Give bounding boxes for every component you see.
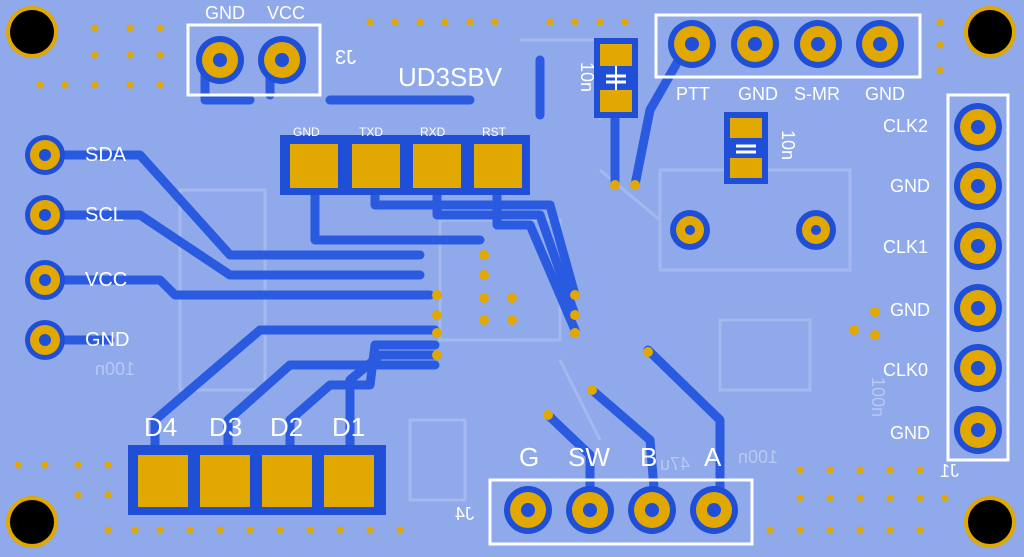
j3-ref: J3 (335, 47, 357, 69)
j4-ref: J4 (455, 504, 475, 524)
debug-pin-rst: RST (482, 125, 506, 139)
j2-pads (668, 20, 904, 68)
faint-inductor-label: 47u (660, 454, 691, 474)
j2-pin-gnd-2: GND (865, 84, 905, 104)
j4-outline (488, 478, 754, 546)
j3-pads (196, 36, 306, 84)
j3-pin-gnd: GND (205, 3, 245, 23)
traces (40, 35, 750, 505)
j2-pin-smr: S-MR (794, 84, 840, 104)
j1-pin-clk2: CLK2 (883, 116, 929, 136)
cap-c1 (594, 38, 638, 118)
debug-pin-rxd: RXD (420, 125, 446, 139)
faint-cap-label: 100n (95, 359, 136, 379)
i2c-pads (25, 135, 65, 360)
j2-pin-ptt: PTT (676, 84, 710, 104)
j1-pin-gnd-3: GND (890, 423, 930, 443)
j2-pin-gnd-1: GND (738, 84, 778, 104)
vias (14, 18, 949, 534)
faint-cap-label-3: 100n (868, 376, 889, 418)
j3-pin-vcc: VCC (267, 3, 306, 23)
led-label-d4: D4 (144, 412, 178, 442)
mounting-holes (6, 6, 1016, 548)
j3-outline (186, 23, 322, 97)
j2-outline (654, 13, 922, 79)
led-label-d2: D2 (270, 412, 304, 442)
j1-pin-gnd-1: GND (890, 176, 930, 196)
cap-c1-value: 10n (577, 61, 598, 93)
j4-pads (504, 486, 738, 534)
debug-pads (280, 135, 530, 195)
led-pads (128, 445, 386, 515)
j4-pin-a: A (704, 442, 722, 472)
j1-ref: J1 (940, 461, 960, 481)
board-title: UD3SBV (398, 62, 503, 92)
debug-pin-txd: TXD (359, 125, 383, 139)
i2c-label-scl: SCL (85, 204, 124, 226)
j4-pin-sw: SW (568, 442, 610, 472)
i2c-label-gnd: GND (85, 329, 130, 351)
faint-cap-label-2: 100n (738, 447, 779, 467)
i2c-label-vcc: VCC (85, 269, 128, 291)
j4-pin-b: B (640, 442, 658, 472)
cap-c2-value: 10n (778, 129, 799, 161)
j1-pin-gnd-2: GND (890, 300, 930, 320)
i2c-label-sda: SDA (85, 144, 127, 166)
j1-pads (954, 103, 1002, 454)
led-label-d1: D1 (332, 412, 366, 442)
j4-pin-g: G (519, 442, 540, 472)
cap-c2 (724, 112, 768, 184)
j1-outline (946, 93, 1010, 462)
crystal-pads (670, 210, 836, 250)
led-label-d3: D3 (209, 412, 243, 442)
j1-pin-clk1: CLK1 (883, 237, 929, 257)
debug-pin-gnd: GND (293, 125, 320, 139)
j1-pin-clk0: CLK0 (883, 360, 929, 380)
